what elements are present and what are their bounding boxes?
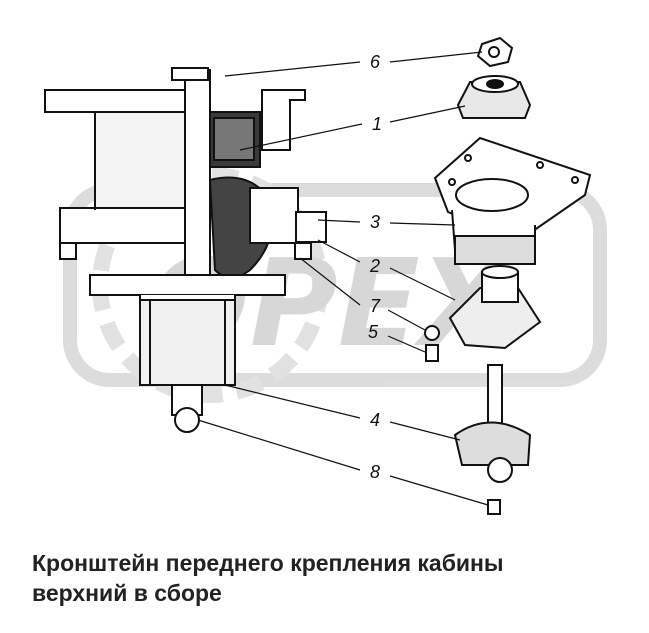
callout-7: 7 [370,296,381,316]
callout-1: 1 [372,114,382,134]
assembly-diagram: OPEX [44,36,607,515]
leader-lines [197,51,489,506]
callout-6: 6 [370,52,381,72]
main-assembly [44,67,327,433]
figure-caption: Кронштейн переднего крепления кабины вер… [32,548,632,608]
callout-numbers: 6 1 3 2 7 5 4 8 [368,52,382,482]
callout-8: 8 [370,462,380,482]
exploded-parts [424,36,592,515]
callout-4: 4 [370,410,380,430]
callout-2: 2 [369,256,380,276]
caption-line-1: Кронштейн переднего крепления кабины [32,550,504,576]
caption-line-2: верхний в сборе [32,580,222,606]
callout-3: 3 [370,212,380,232]
callout-5: 5 [368,322,379,342]
